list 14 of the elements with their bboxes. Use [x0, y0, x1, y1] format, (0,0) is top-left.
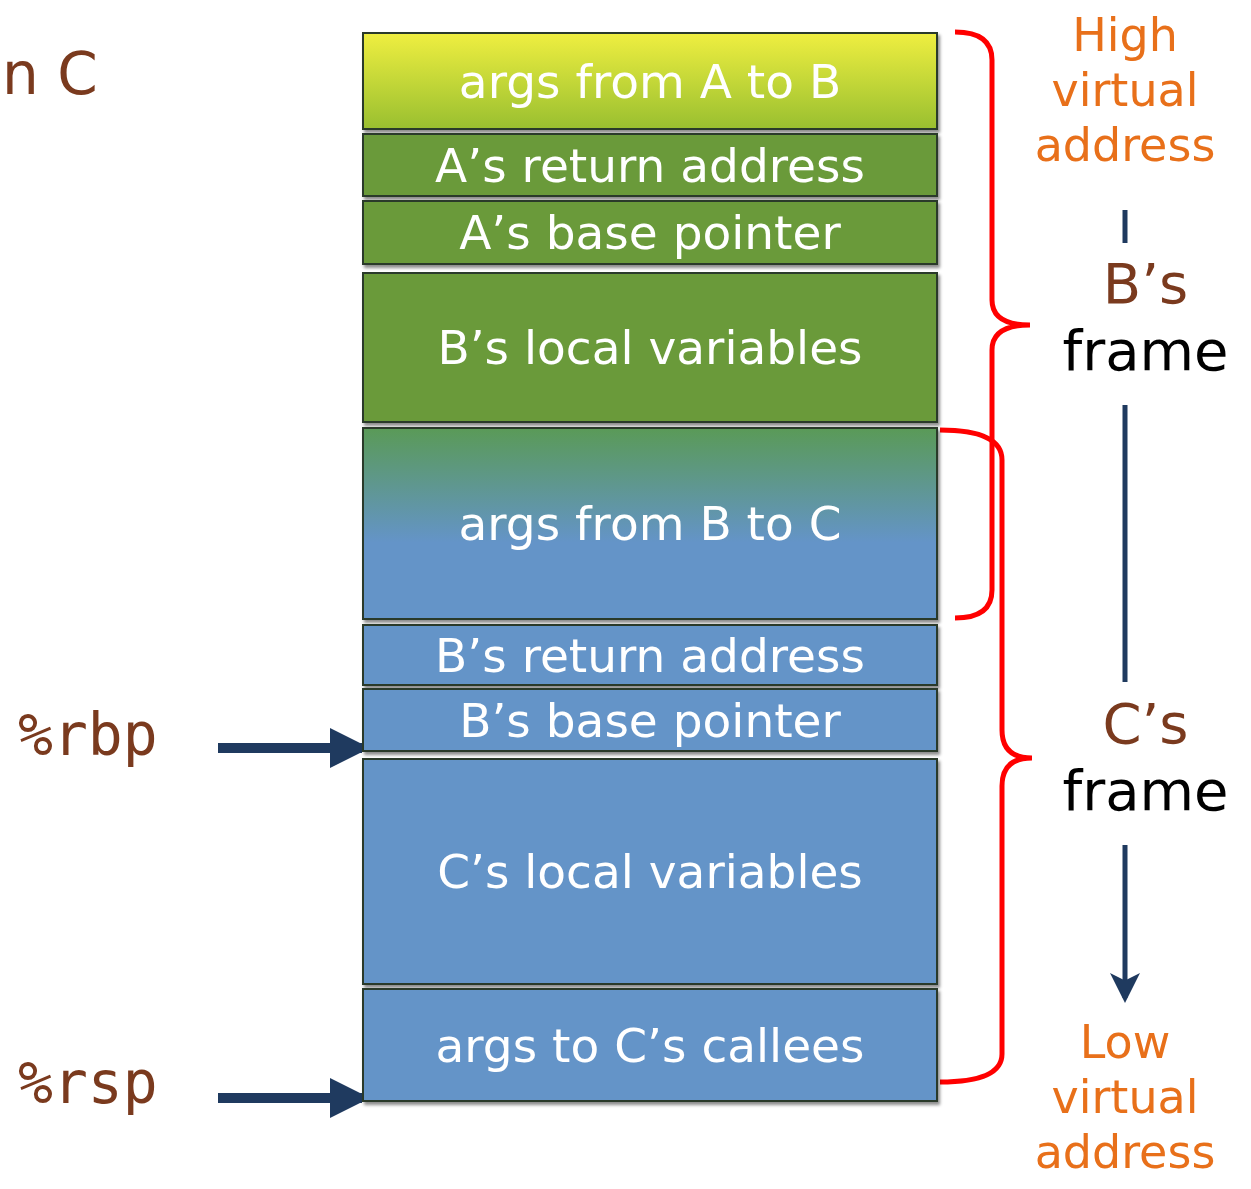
stack-slot: args from B to C [362, 427, 938, 620]
address-label: Low virtual address [1033, 1015, 1217, 1181]
stack-slot: args from A to B [362, 32, 938, 130]
cut-off-title: n C [2, 40, 99, 110]
stack-slot: B’s local variables [362, 272, 938, 423]
address-label: High virtual address [1033, 8, 1217, 174]
frame-label: C’s frame [1061, 690, 1230, 825]
frame-label: B’s frame [1061, 250, 1230, 385]
stack-slot: A’s return address [362, 133, 938, 197]
stack-slot: B’s return address [362, 624, 938, 686]
stack-slot: B’s base pointer [362, 688, 938, 752]
stack-slot: A’s base pointer [362, 200, 938, 265]
stack-slot: args to C’s callees [362, 988, 938, 1102]
stack-slot: C’s local variables [362, 758, 938, 985]
